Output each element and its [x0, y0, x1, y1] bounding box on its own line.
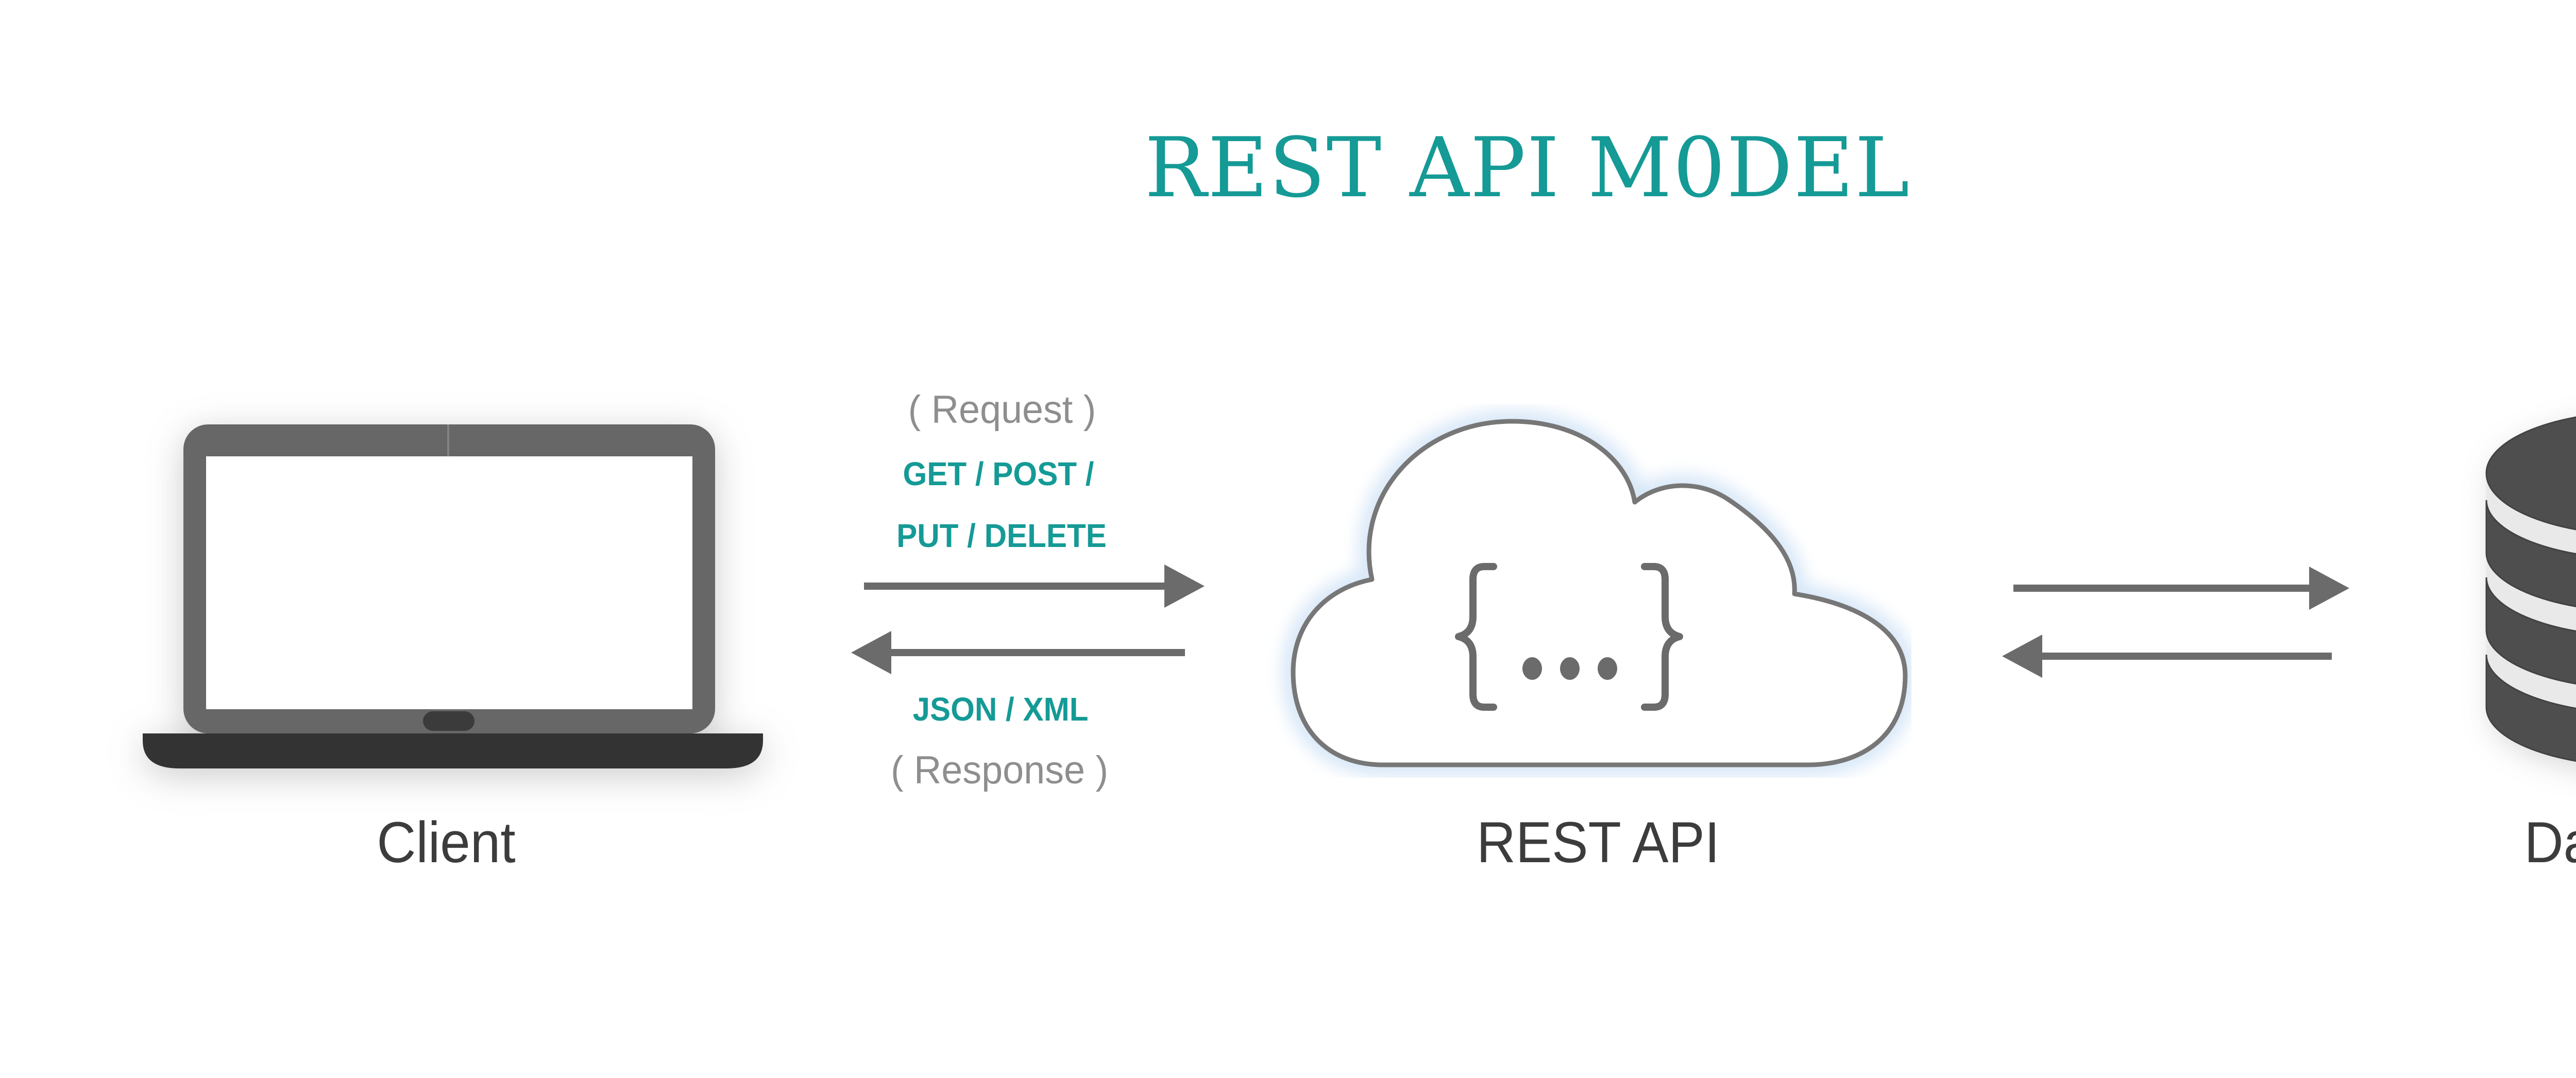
laptop-icon — [143, 424, 763, 768]
response-formats-label: JSON / XML — [912, 691, 1089, 728]
laptop-notch — [423, 711, 474, 731]
request-annotation: ( Request ) — [908, 388, 1096, 432]
api-to-database-arrowhead-icon — [2309, 567, 2349, 610]
database-top-disk — [2485, 416, 2576, 531]
response-arrowhead-icon — [851, 631, 891, 674]
page-title: REST API M0DEL — [1144, 119, 1911, 216]
laptop-screen-seam — [447, 424, 449, 709]
cloud-shape — [1291, 419, 1908, 767]
response-annotation: ( Response ) — [890, 748, 1109, 792]
laptop-base — [143, 733, 763, 768]
database-to-api-arrow-shaft — [2040, 653, 2332, 660]
database-node-label: Database — [2524, 810, 2576, 875]
database-to-api-arrowhead-icon — [2002, 635, 2042, 678]
database-disk — [2485, 500, 2576, 607]
api-to-database-arrow-shaft — [2013, 585, 2311, 592]
request-arrow-shaft — [864, 583, 1168, 590]
database-disk — [2485, 577, 2576, 685]
left-brace-icon — [1455, 563, 1497, 711]
http-methods-line2: PUT / DELETE — [896, 517, 1107, 554]
right-brace-icon — [1641, 563, 1683, 711]
response-arrow-shaft — [889, 649, 1185, 656]
api-node-label: REST API — [1476, 810, 1720, 875]
http-methods-line1: GET / POST / — [903, 455, 1094, 492]
request-arrowhead-icon — [1164, 564, 1205, 608]
cloud-braces-icon — [1282, 410, 1911, 776]
ellipsis-dots-icon — [1522, 657, 1617, 680]
laptop-screen — [206, 456, 692, 709]
code-braces-icon — [1455, 563, 1683, 711]
database-cylinder-icon — [2485, 416, 2576, 762]
client-node-label: Client — [377, 810, 516, 875]
database-disk — [2485, 654, 2576, 762]
